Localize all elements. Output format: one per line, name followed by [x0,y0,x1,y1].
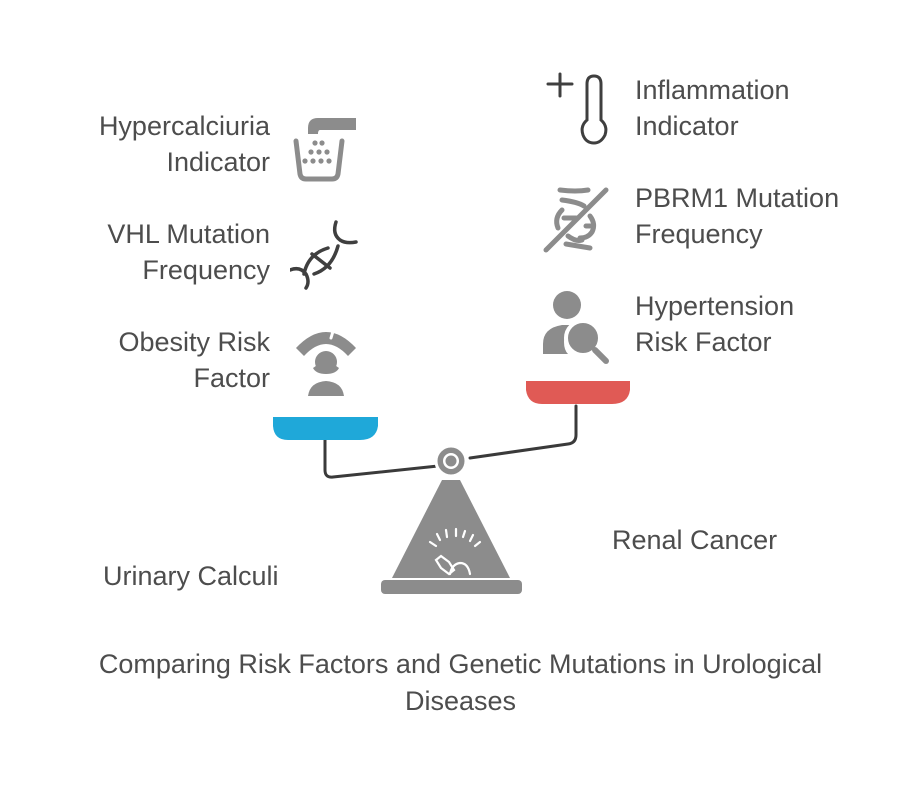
scale-beam [468,404,578,460]
person-search-icon [540,288,616,364]
label-line: Risk Factor [635,327,772,357]
gauge-icon [428,527,482,576]
diagram-title: Comparing Risk Factors and Genetic Mutat… [0,646,921,720]
label-hypertension-risk-factor: Hypertension Risk Factor [635,288,794,360]
label-line: Hypercalciuria [98,111,270,141]
label-hypercalciuria-indicator: Hypercalciuria Indicator [99,108,270,180]
category-urinary-calculi: Urinary Calculi [103,558,279,594]
label-line: PBRM1 Mutation [635,183,840,213]
label-line: Indicator [635,111,739,141]
title-line: Comparing Risk Factors and Genetic Mutat… [98,649,823,679]
category-text: Urinary Calculi [103,561,279,591]
category-renal-cancer: Renal Cancer [612,522,777,558]
label-line: Frequency [142,255,270,285]
label-line: Obesity Risk [118,327,270,357]
label-line: Hypertension [635,291,795,321]
thermometer-plus-icon [540,70,612,150]
scale-base [381,580,522,594]
label-line: Frequency [635,219,763,249]
label-line: Indicator [166,147,270,177]
scale-beam [323,438,440,479]
title-line: Diseases [404,686,517,716]
scale-stand [392,480,510,578]
faucet-basin-icon [290,108,362,184]
label-line: Factor [193,363,270,393]
dna-crossed-icon [540,178,612,258]
label-line: VHL Mutation [107,219,270,249]
balance-scale [273,381,630,594]
category-text: Renal Cancer [612,525,778,555]
weight-scale-person-icon [290,318,362,398]
label-vhl-mutation-frequency: VHL Mutation Frequency [107,216,270,288]
right-pan [526,381,630,404]
dna-icon [290,216,362,292]
label-inflammation-indicator: Inflammation Indicator [635,72,790,144]
label-line: Inflammation [635,75,790,105]
label-pbrm1-mutation-frequency: PBRM1 Mutation Frequency [635,180,839,252]
left-pan [273,417,378,440]
label-obesity-risk-factor: Obesity Risk Factor [118,324,270,396]
